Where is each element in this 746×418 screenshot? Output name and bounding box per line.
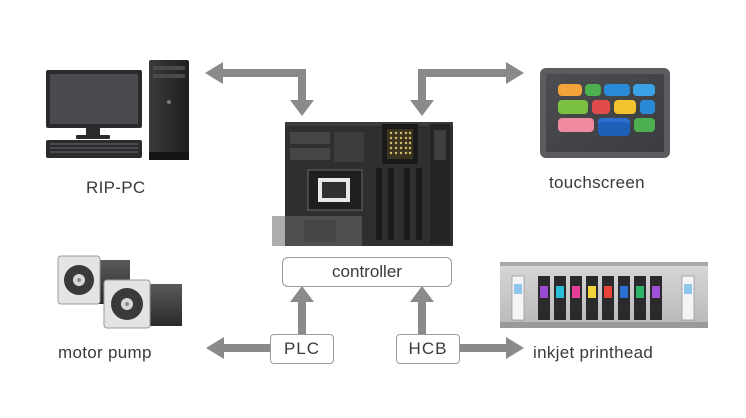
arrow-plc-motor: [206, 337, 270, 359]
touchscreen-tablet-icon: [540, 68, 670, 158]
servo-motor-icon: [57, 255, 182, 329]
printhead-assembly-icon: [500, 262, 708, 328]
hcb-box: HCB: [396, 334, 460, 364]
arrow-rip-controller: [205, 62, 314, 116]
motherboard-icon: [272, 122, 453, 246]
motor-pump-label: motor pump: [58, 343, 152, 362]
arrow-plc-controller: [290, 286, 314, 334]
plc-box: PLC: [270, 334, 334, 364]
touchscreen-label: touchscreen: [549, 173, 645, 192]
rip-pc-label: RIP-PC: [86, 178, 146, 197]
hcb-label: HCB: [408, 339, 448, 358]
arrow-touchscreen-controller: [410, 62, 524, 116]
arrow-hcb-printhead: [460, 337, 524, 359]
plc-label: PLC: [283, 339, 321, 358]
controller-label: controller: [332, 262, 402, 281]
arrow-hcb-controller: [410, 286, 434, 334]
desktop-computer-icon: [46, 60, 189, 160]
inkjet-printhead-label: inkjet printhead: [533, 343, 654, 362]
controller-box: controller: [282, 257, 452, 287]
